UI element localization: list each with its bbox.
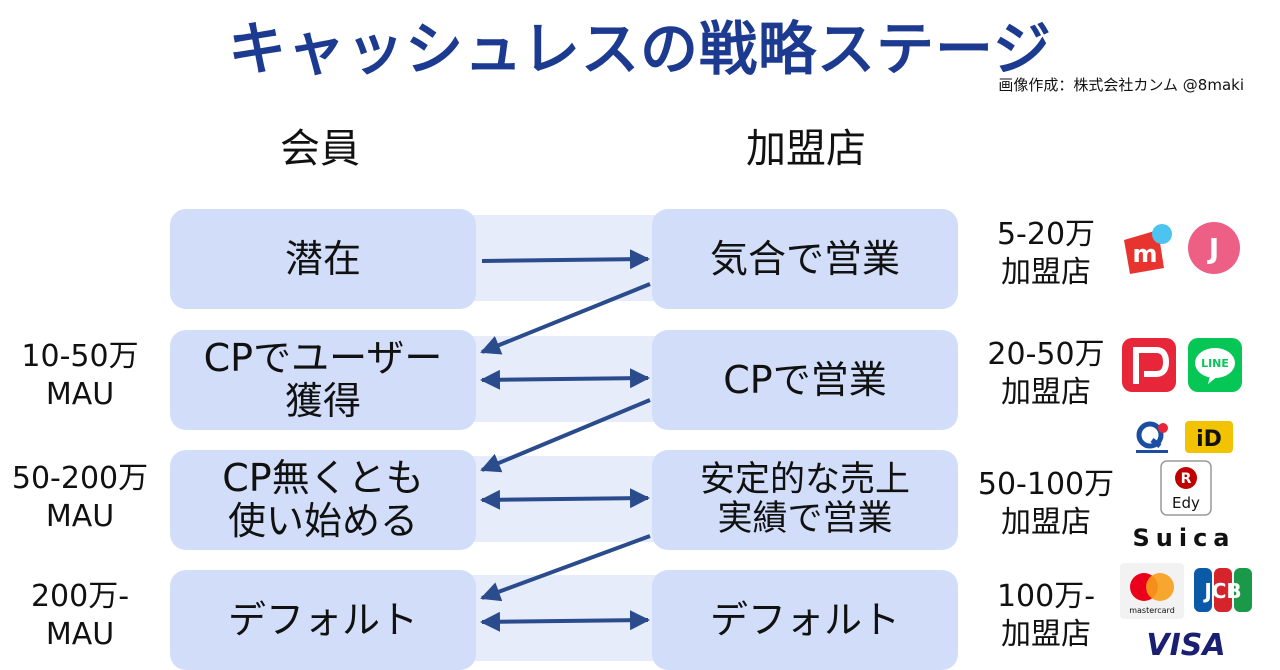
line-pay-logo: LINE [1186, 336, 1244, 394]
paypay-logo [1120, 336, 1178, 394]
column-header-members: 会員 [280, 126, 360, 172]
store-label-stage2: 20-50万 加盟店 [966, 336, 1126, 411]
line-icon: LINE [1188, 338, 1242, 392]
merchant-stage-hustle: 気合で営業 [652, 209, 958, 309]
mercari-logo: m [1118, 220, 1176, 278]
edy-mark: Edy [1172, 494, 1200, 512]
mau-label-stage2-value: 10-50万 [21, 339, 139, 374]
visa-logo: VISA [1130, 624, 1242, 664]
member-stage-organic-line1: CP無くとも [222, 456, 424, 501]
mastercard-mark: mastercard [1129, 606, 1175, 615]
visa-icon: VISA [1146, 628, 1225, 663]
suica-icon: Suica [1132, 524, 1235, 552]
store-label-stage2-value: 20-50万 [987, 337, 1105, 372]
store-label-stage1-unit: 加盟店 [1001, 254, 1091, 290]
merchant-stage-cp-sales: CPで営業 [652, 330, 958, 430]
edy-logo: R Edy [1160, 460, 1212, 516]
mau-label-stage3: 50-200万 MAU [0, 460, 160, 535]
mau-label-stage4-value: 200万- [30, 579, 130, 614]
mau-label-stage3-value: 50-200万 [11, 461, 149, 496]
jcb-mark: JCB [1202, 579, 1241, 603]
member-stage-cp-acquisition-line2: 獲得 [284, 379, 361, 423]
jcb-logo: JCB [1192, 565, 1254, 615]
member-stage-default: デフォルト [170, 570, 476, 670]
id-logo: iD [1184, 420, 1234, 454]
store-label-stage4-unit: 加盟店 [1001, 616, 1091, 652]
mau-label-stage4: 200万- MAU [0, 578, 160, 653]
suica-mark: Suica [1132, 524, 1235, 552]
row-band-3 [470, 456, 660, 542]
member-stage-cp-acquisition: CPでユーザー 獲得 [170, 330, 476, 430]
visa-mark: VISA [1146, 628, 1225, 663]
member-stage-organic-line2: 使い始める [227, 499, 418, 543]
merchant-stage-default: デフォルト [652, 570, 958, 670]
mercari-mark: m [1132, 240, 1157, 268]
jcoin-mark: J [1207, 232, 1219, 265]
store-label-stage1: 5-20万 加盟店 [966, 216, 1126, 291]
row-band-1 [470, 215, 660, 301]
id-icon: iD [1185, 421, 1233, 453]
store-label-stage2-unit: 加盟店 [1001, 374, 1091, 410]
credit-text: 画像作成：株式会社カンム @8maki [998, 76, 1244, 94]
member-stage-latent-label: 潜在 [284, 236, 361, 281]
row-band-4 [470, 575, 660, 661]
store-label-stage3-unit: 加盟店 [1001, 504, 1091, 540]
jcoin-icon: J [1188, 222, 1240, 274]
merchant-stage-hustle-label: 気合で営業 [709, 236, 900, 281]
store-label-stage4: 100万- 加盟店 [966, 578, 1126, 653]
jcoin-logo: J [1186, 220, 1242, 276]
column-header-merchants: 加盟店 [746, 126, 866, 172]
suica-logo: Suica [1126, 522, 1242, 554]
row-band-2 [470, 336, 660, 422]
jcb-icon: JCB [1194, 568, 1252, 612]
merchant-stage-track-record-line2: 実績で営業 [717, 499, 893, 539]
id-mark: iD [1196, 427, 1222, 452]
member-stage-cp-acquisition-line1: CPでユーザー [203, 336, 443, 381]
quicpay-logo [1130, 420, 1174, 456]
merchant-stage-default-label: デフォルト [709, 597, 900, 642]
paypay-icon [1122, 338, 1176, 392]
member-stage-latent: 潜在 [170, 209, 476, 309]
quicpay-icon [1136, 421, 1168, 453]
mastercard-logo: mastercard [1120, 563, 1184, 619]
member-stage-organic: CP無くとも 使い始める [170, 450, 476, 550]
merchant-stage-track-record-line1: 安定的な売上 [699, 459, 910, 500]
edy-r-mark: R [1181, 471, 1192, 487]
store-label-stage4-value: 100万- [996, 579, 1096, 614]
mau-label-stage3-unit: MAU [45, 498, 115, 534]
mau-label-stage2-unit: MAU [45, 376, 115, 412]
diagram-title: キャッシュレスの戦略ステージ [228, 15, 1052, 83]
merchant-stage-cp-sales-label: CPで営業 [723, 357, 887, 402]
store-label-stage3: 50-100万 加盟店 [966, 466, 1126, 541]
edy-icon: R Edy [1160, 460, 1212, 516]
mercari-icon: m [1124, 224, 1172, 274]
member-stage-default-label: デフォルト [227, 597, 418, 642]
mau-label-stage2: 10-50万 MAU [0, 338, 160, 413]
store-label-stage1-value: 5-20万 [996, 217, 1096, 252]
mau-label-stage4-unit: MAU [45, 616, 115, 652]
merchant-stage-track-record: 安定的な売上 実績で営業 [652, 450, 958, 550]
store-label-stage3-value: 50-100万 [977, 467, 1115, 502]
mastercard-icon: mastercard [1120, 563, 1184, 619]
line-mark: LINE [1201, 357, 1229, 370]
